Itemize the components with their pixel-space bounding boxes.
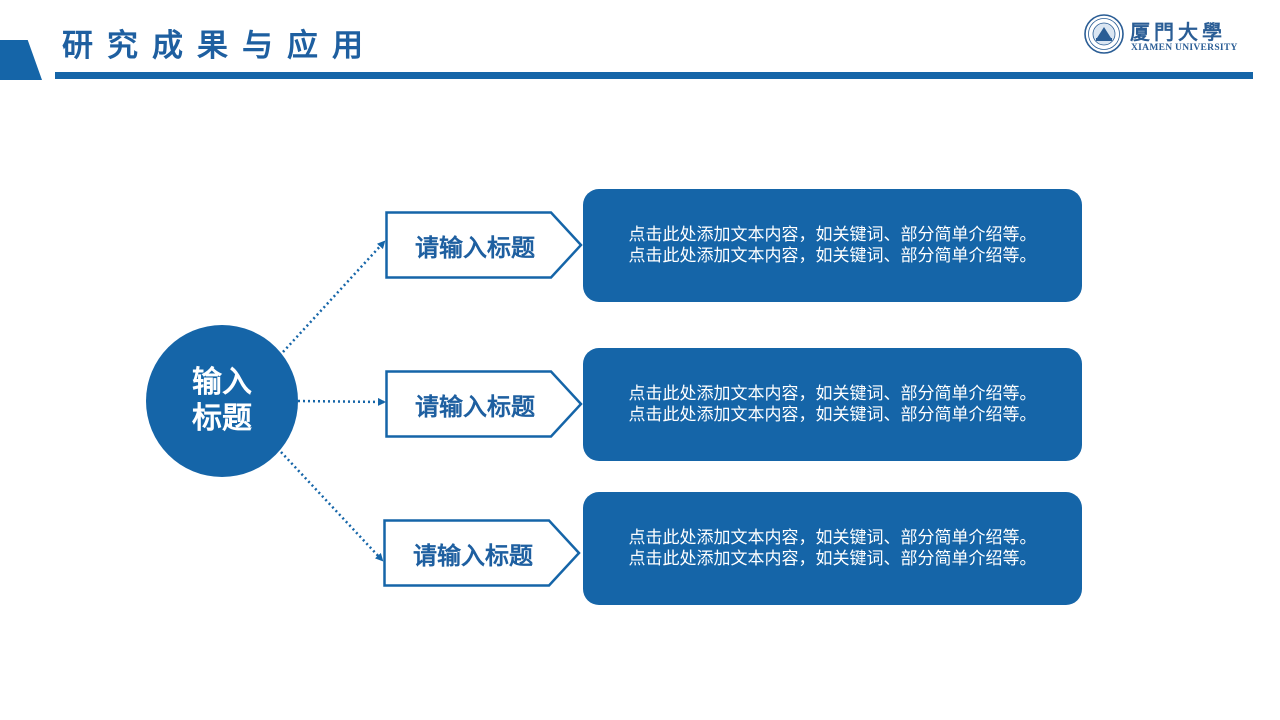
branch-title: 请输入标题	[413, 541, 533, 570]
branch-title: 请输入标题	[415, 392, 535, 421]
arrow-shape	[385, 370, 583, 438]
branch-title-box-2: 请输入标题	[385, 370, 583, 438]
branch-description-line: 点击此处添加文本内容，如关键词、部分简单介绍等。	[628, 383, 1037, 404]
branch-title: 请输入标题	[415, 233, 535, 262]
branch-description-line: 点击此处添加文本内容，如关键词、部分简单介绍等。	[628, 224, 1037, 245]
university-name-en: XIAMEN UNIVERSITY	[1131, 43, 1238, 53]
branch-description-line: 点击此处添加文本内容，如关键词、部分简单介绍等。	[628, 404, 1037, 425]
branch-description: 点击此处添加文本内容，如关键词、部分简单介绍等。 点击此处添加文本内容，如关键词…	[629, 225, 1037, 267]
branch-description: 点击此处添加文本内容，如关键词、部分简单介绍等。 点击此处添加文本内容，如关键词…	[629, 528, 1037, 570]
branch-description: 点击此处添加文本内容，如关键词、部分简单介绍等。 点击此处添加文本内容，如关键词…	[629, 384, 1037, 426]
branch-description-line: 点击此处添加文本内容，如关键词、部分简单介绍等。	[628, 245, 1037, 266]
connector-line-top	[282, 240, 386, 353]
branch-content-box-2: 点击此处添加文本内容，如关键词、部分简单介绍等。 点击此处添加文本内容，如关键词…	[583, 348, 1082, 461]
header-rule	[55, 72, 1253, 79]
university-logo: 厦門大學 XIAMEN UNIVERSITY	[1084, 14, 1237, 56]
hub-label: 输入标题	[192, 365, 252, 436]
arrow-shape	[385, 211, 583, 279]
branch-content-box-1: 点击此处添加文本内容，如关键词、部分简单介绍等。 点击此处添加文本内容，如关键词…	[583, 189, 1082, 302]
branch-description-line: 点击此处添加文本内容，如关键词、部分简单介绍等。	[628, 527, 1037, 548]
branch-title-box-3: 请输入标题	[383, 519, 581, 587]
connector-line-middle	[297, 397, 386, 406]
university-seal-icon	[1084, 14, 1124, 54]
university-name-cn: 厦門大學	[1130, 20, 1226, 44]
branch-content-box-3: 点击此处添加文本内容，如关键词、部分简单介绍等。 点击此处添加文本内容，如关键词…	[583, 492, 1082, 605]
arrow-shape	[383, 519, 581, 587]
connector-line-bottom	[280, 451, 384, 562]
page-title: 研究成果与应用	[62, 28, 377, 64]
branch-description-line: 点击此处添加文本内容，如关键词、部分简单介绍等。	[628, 548, 1037, 569]
branch-title-box-1: 请输入标题	[385, 211, 583, 279]
hub-circle: 输入标题	[146, 325, 298, 477]
